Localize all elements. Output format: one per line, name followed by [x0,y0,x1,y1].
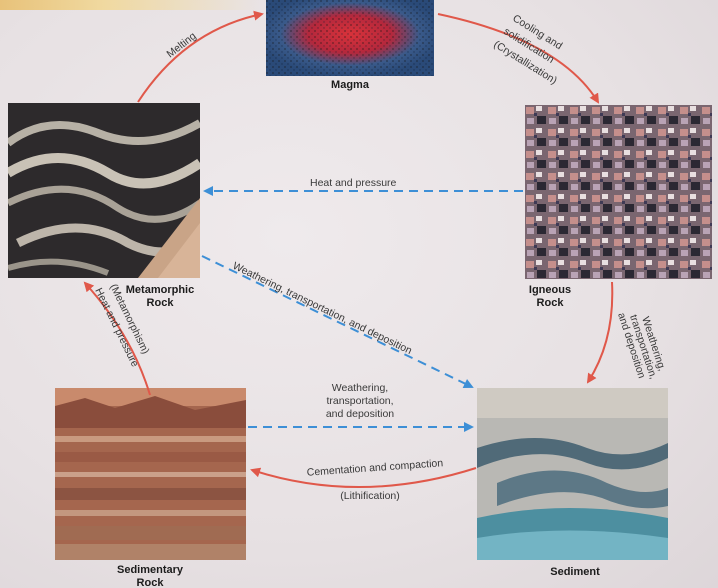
weathering-diag-text: Weathering, transportation, and depositi… [231,260,414,357]
melting-arrow [138,14,262,102]
melting-text: Melting [164,30,198,60]
weathering-mid-line-2: transportation, [300,395,420,408]
heat-pressure-h-text: Heat and pressure [310,177,397,189]
weathering-mid-line-3: and deposition [300,408,420,421]
weathering-right-arrow [588,282,612,382]
lithification-text: (Lithification) [320,490,420,503]
weathering-mid-line-1: Weathering, [300,382,420,395]
weathering-mid-text: Weathering, transportation, and depositi… [300,382,420,421]
